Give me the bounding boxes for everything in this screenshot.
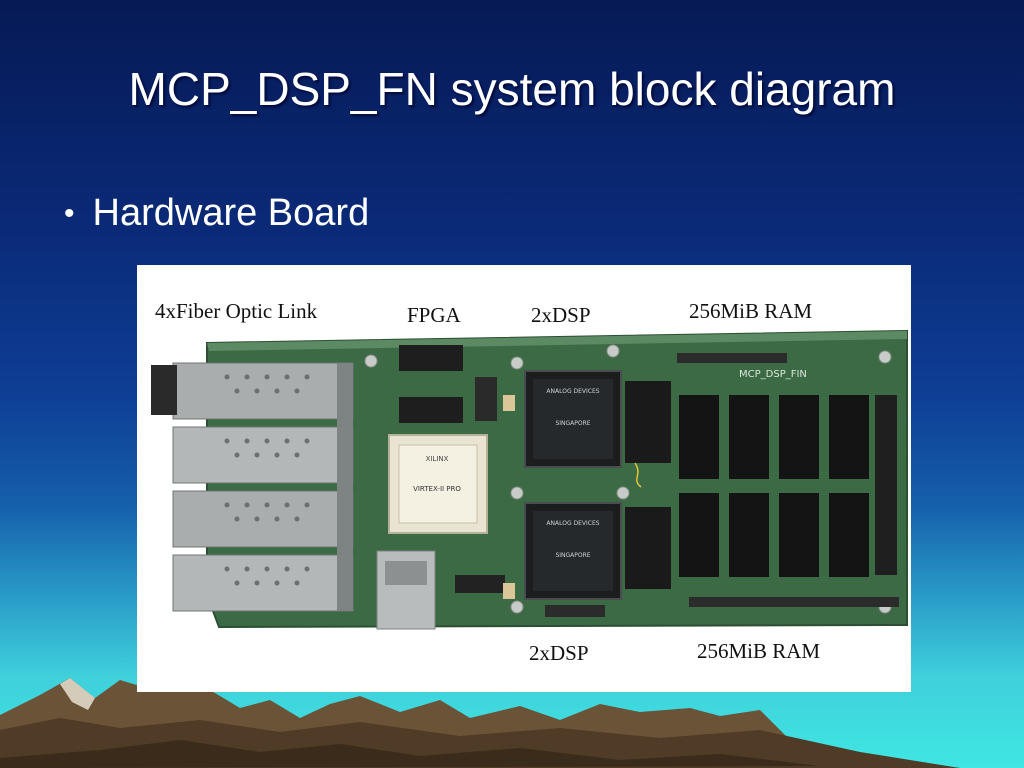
fiber-optic-modules	[151, 362, 354, 612]
label-dsp-top: 2xDSP	[531, 303, 591, 327]
dsp-chip-bottom: ANALOG DEVICES SINGAPORE	[524, 502, 622, 600]
hardware-board-photo: XILINX VIRTEX-II PRO ANALOG DEVICES SING…	[137, 265, 911, 692]
dsp-brand-top: ANALOG DEVICES	[546, 388, 599, 395]
dsp-origin-bottom: SINGAPORE	[555, 552, 590, 559]
dsp-chip-top: ANALOG DEVICES SINGAPORE	[524, 370, 622, 468]
pcb-illustration: XILINX VIRTEX-II PRO ANALOG DEVICES SING…	[151, 329, 908, 630]
ram-chips	[679, 395, 897, 577]
label-dsp-bottom: 2xDSP	[529, 641, 589, 665]
label-fpga: FPGA	[407, 303, 461, 327]
bullet-marker: •	[64, 196, 75, 230]
dsp-brand-bottom: ANALOG DEVICES	[546, 520, 599, 527]
bullet-text: Hardware Board	[92, 192, 370, 234]
bullet-item: • Hardware Board	[64, 192, 369, 235]
slide-title: MCP_DSP_FN system block diagram	[128, 63, 896, 115]
dsp-origin-top: SINGAPORE	[555, 420, 590, 427]
silkscreen-label: MCP_DSP_FIN	[739, 369, 807, 380]
label-fiber-optic-link: 4xFiber Optic Link	[155, 299, 318, 323]
fpga-model: VIRTEX-II PRO	[413, 485, 461, 493]
fpga-chip: XILINX VIRTEX-II PRO	[388, 434, 488, 534]
mountain-decoration	[0, 678, 960, 768]
label-ram-top: 256MiB RAM	[689, 299, 813, 323]
fpga-brand: XILINX	[426, 455, 449, 463]
label-ram-bottom: 256MiB RAM	[697, 639, 821, 663]
